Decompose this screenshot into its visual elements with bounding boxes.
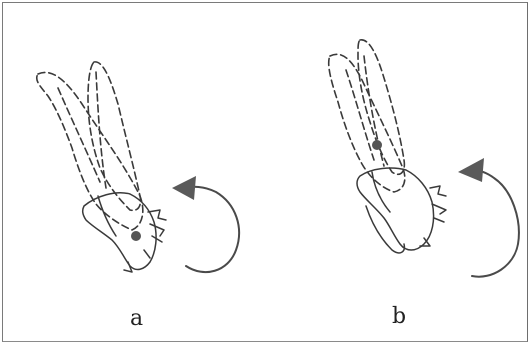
- panel-b-label: b: [392, 306, 406, 328]
- panel-b-wing-vein-1: [346, 70, 374, 160]
- panel-a-center-of-mass-dot: [131, 231, 141, 241]
- panel-a-label: a: [130, 308, 143, 330]
- panel-a-arrowhead-icon: [172, 176, 196, 200]
- panel-b-rotation-arrow: [458, 158, 519, 277]
- panel-b-insect: [329, 40, 446, 253]
- panel-a-body-segment: [98, 196, 116, 236]
- panel-b-arrowhead-icon: [458, 158, 484, 182]
- panel-b-rotation-arc: [472, 170, 519, 277]
- panel-b-wing-left: [329, 54, 405, 192]
- panel-b-lower-body: [366, 206, 404, 253]
- panel-a-insect: [37, 62, 166, 272]
- panel-b-body-segment: [372, 172, 390, 212]
- panel-a-legs: [124, 210, 166, 272]
- panel-b-center-of-mass-dot: [372, 140, 382, 150]
- panel-a-rotation-arc: [184, 187, 239, 272]
- panel-b-body: [357, 168, 434, 250]
- panel-a-body: [83, 193, 156, 270]
- panel-a-rotation-arrow: [172, 176, 239, 272]
